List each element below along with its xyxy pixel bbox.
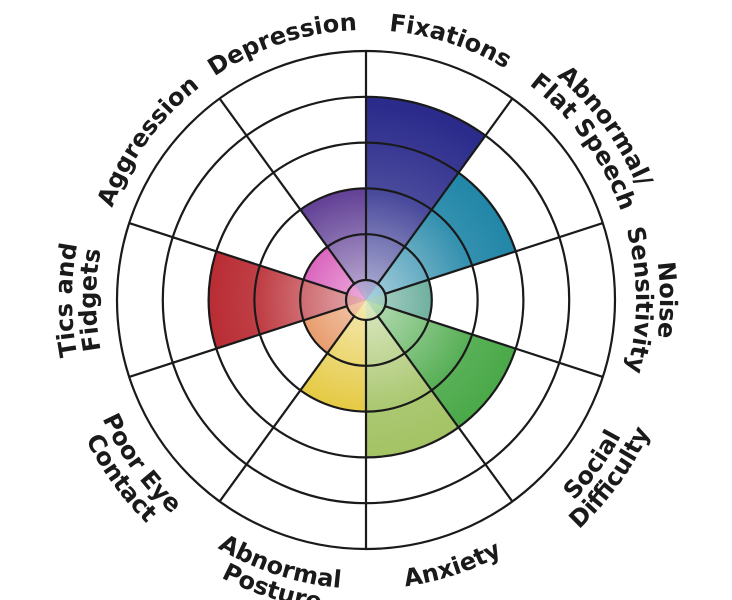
- wedge-shine-2: [366, 279, 432, 321]
- grid-spoke-6: [218, 315, 356, 503]
- grid-spoke-1: [376, 97, 514, 285]
- grid-spoke-9: [218, 97, 356, 285]
- wedge-shine-5: [300, 300, 366, 412]
- grid-spoke-4: [376, 315, 514, 503]
- category-label-9: Depression: [203, 8, 358, 81]
- category-label-line: Tics and: [50, 241, 83, 359]
- category-label-8: Aggression: [92, 70, 204, 210]
- category-label-1: Abnormal/Flat Speech: [525, 60, 658, 214]
- category-label-line: Fixations: [388, 9, 516, 74]
- grid-spoke-3: [384, 305, 604, 378]
- wedge-shine-0: [366, 96, 486, 300]
- category-label-line: Sensitivity: [621, 224, 658, 377]
- category-label-0: Fixations: [388, 9, 516, 74]
- grid-spoke-7: [128, 305, 348, 378]
- category-label-line: Fidgets: [74, 246, 107, 353]
- wedge-shine-4: [366, 300, 459, 458]
- wedge-shine-1: [366, 172, 516, 300]
- grid-spoke-8: [128, 222, 348, 295]
- category-label-line: Depression: [203, 8, 358, 81]
- wedge-shine-7: [208, 251, 366, 349]
- category-label-line: Aggression: [92, 70, 204, 210]
- wedge-shine-3: [366, 300, 516, 428]
- grid-spoke-2: [384, 222, 604, 295]
- category-label-line: Noise: [652, 260, 682, 339]
- category-label-5: AbnormalPosture: [214, 529, 342, 600]
- wedge-shine-9: [300, 188, 366, 300]
